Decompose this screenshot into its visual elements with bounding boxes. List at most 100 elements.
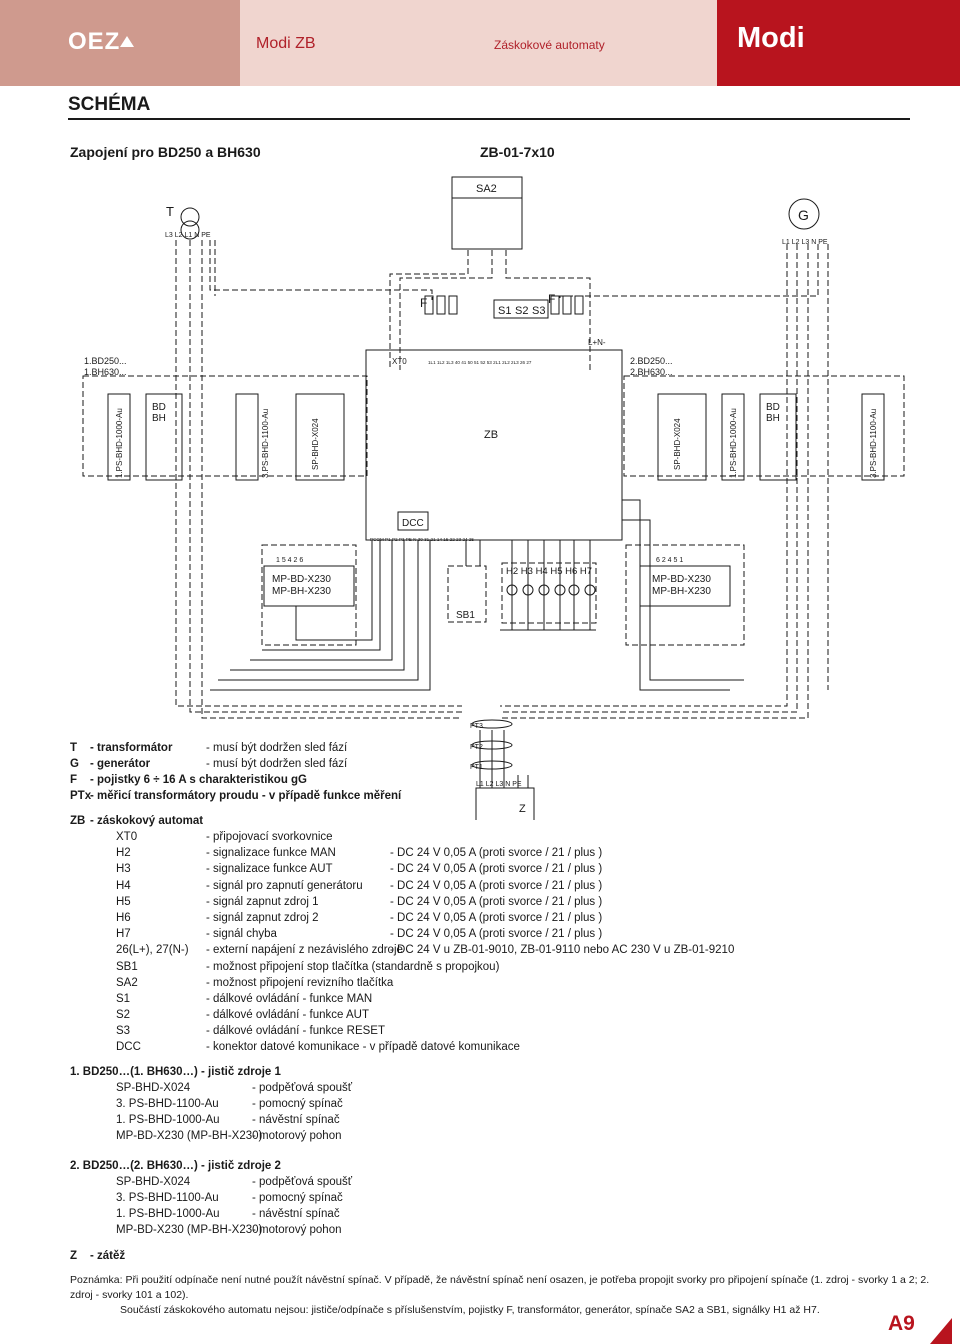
breaker-group-row: MP-BD-X230 (MP-BH-X230)- motorový pohon [70,1223,342,1239]
accessory-code: 1. PS-BHD-1000-Au [116,1114,220,1126]
group-spacer [70,1145,281,1159]
mp-left-bh: MP-BH-X230 [272,586,331,597]
zb-row-code: S1 [116,992,131,1005]
zb-row-code: S2 [116,1009,131,1022]
sp-left-label: SP-BHD-X024 [311,418,320,470]
s2-label: S2 [515,305,528,317]
breaker1-area [82,375,368,477]
zb-name: - záskokový automat [90,815,204,827]
accessory-desc: - pomocný spínač [252,1098,343,1110]
zb-row-desc: - signál zapnut zdroj 2 [206,911,319,924]
logo-triangle-icon [120,36,134,47]
zb-row-code: SB1 [116,960,138,973]
z-phases: L1 L2 L3 N PE [476,781,522,788]
left-bh-label: 1.BH630... [84,367,127,377]
motor2-area [625,544,745,646]
zb-row-spec: - DC 24 V 0,05 A (proti svorce / 21 / pl… [390,911,603,924]
t-label: T [166,204,174,219]
zb-row-code: 26(L+), 27(N-) [116,944,189,957]
accessory-code: MP-BD-X230 (MP-BH-X230) [116,1130,263,1142]
z-key: Z [70,1250,78,1262]
zb-row-spec: - DC 24 V u ZB-01-9010, ZB-01-9110 nebo … [390,944,735,957]
z-label: Z [519,803,526,815]
zb-row-code: H7 [116,928,131,941]
g-label: G [798,207,809,223]
signals-area [501,562,597,624]
zb-row-desc: - dálkové ovládání - funkce RESET [206,1025,385,1038]
accessory-code: SP-BHD-X024 [116,1176,191,1188]
motor1-area [261,544,357,646]
zb-row-desc: - možnost připojení stop tlačítka (stand… [206,960,500,973]
zb-row-spec: - DC 24 V 0,05 A (proti svorce / 21 / pl… [390,879,603,892]
zb-row-desc: - konektor datové komunikace - v případě… [206,1041,520,1054]
corner-triangle-icon [930,1318,952,1344]
sa2-label: SA2 [476,183,497,195]
zb-row-code: H2 [116,847,131,860]
zb-label: ZB [484,429,498,441]
pt2-label: PT2 [470,744,483,751]
signal-lamps-labels: H2 H3 H4 H5 H6 H7 [506,566,592,577]
right-bh-label: 2.BH630... [630,367,673,377]
xt0-bottom-terminals: PCOM P1 P2 P3 PE N 30 31 21 14 15 22 23 … [370,537,474,542]
breaker-group-row: SP-BHD-X024 - podpěťová spoušť [70,1081,352,1097]
pt1-label: PT1 [470,764,483,771]
pt1 [471,760,513,770]
accessory-desc: - návěstní spínač [252,1114,340,1126]
sp-right-label: SP-BHD-X024 [673,418,682,470]
section-name: Modi [737,22,805,54]
page-header: OEZ Modi ZB Záskokové automaty Modi [0,0,960,86]
accessory-desc: - podpěťová spoušť [252,1082,353,1094]
accessory-desc: - pomocný spínač [252,1192,343,1204]
accessory-code: SP-BHD-X024 [116,1082,191,1094]
fuse-left-label: F [420,296,427,310]
accessory-desc: - motorový pohon [252,1224,342,1236]
breaker-group-row: MP-BD-X230 (MP-BH-X230)- motorový pohon [70,1129,342,1145]
bd-right-label: BD [766,402,780,413]
zb-row-code: S3 [116,1025,131,1038]
page-title: SCHÉMA [68,94,151,115]
header-breadcrumb: Modi ZB Záskokové automaty [240,0,717,86]
g-phases: L1 L2 L3 N PE [782,239,828,246]
accessory-code: 1. PS-BHD-1000-Au [116,1208,220,1220]
section-tab: Modi [717,0,960,86]
transformer-coil-bottom [180,220,200,240]
dcc-label: DCC [402,518,424,529]
pt3-label: PT3 [470,723,483,730]
breaker-group-row: 1. PS-BHD-1000-Au- návěstní spínač [70,1207,340,1223]
zb-row-spec: - DC 24 V 0,05 A (proti svorce / 21 / pl… [390,895,603,908]
zb-row-desc: - signalizace funkce MAN [206,847,336,860]
z-name: - zátěž [90,1250,126,1262]
brand-logo-text: OEZ [68,28,121,55]
xt0-label: XT0 [392,357,407,366]
accessory-code: 3. PS-BHD-1100-Au [116,1098,219,1110]
zb-row-desc: - signalizace funkce AUT [206,863,333,876]
accessory-desc: - motorový pohon [252,1130,342,1142]
breaker-group-title: 1. BD250…(1. BH630…) - jistič zdroje 1 [70,1066,281,1078]
zb-row-spec: - DC 24 V 0,05 A (proti svorce / 21 / pl… [390,928,603,941]
bh-right-label: BH [766,413,780,424]
note-line-2: Součástí záskokového automatu nejsou: ji… [120,1304,820,1316]
accessory-code: MP-BD-X230 (MP-BH-X230) [116,1224,263,1236]
sa2-box [451,176,523,250]
note-line-1: Poznámka: Při použití odpínače není nutn… [70,1274,930,1301]
zb-row-code: XT0 [116,831,138,843]
sb1-label: SB1 [456,610,475,621]
bd-left-label: BD [152,402,166,413]
zb-row-code: H5 [116,895,131,908]
pt2 [471,740,513,750]
xt0-top-terminals: 1L1 1L2 1L3 40 41 50 51 52 53 2L1 2L2 2L… [428,360,532,365]
accessory-code: 3. PS-BHD-1100-Au [116,1192,219,1204]
breaker-group-row: 3. PS-BHD-1100-Au - pomocný spínač [70,1191,343,1207]
product-name: Modi ZB [256,35,316,52]
dcc-box [397,511,429,531]
generator-symbol [788,198,820,230]
breaker2-area [623,375,905,477]
left-bd-label: 1.BD250... [84,356,127,366]
page-number: A9 [888,1312,915,1335]
right-bd-label: 2.BD250... [630,356,673,366]
zb-row-code: H4 [116,879,131,892]
zb-row-code: H6 [116,911,131,924]
fuse-right-label: F [548,292,555,306]
zb-row-code: H3 [116,863,131,876]
mp-right-bd: MP-BD-X230 [652,574,711,585]
